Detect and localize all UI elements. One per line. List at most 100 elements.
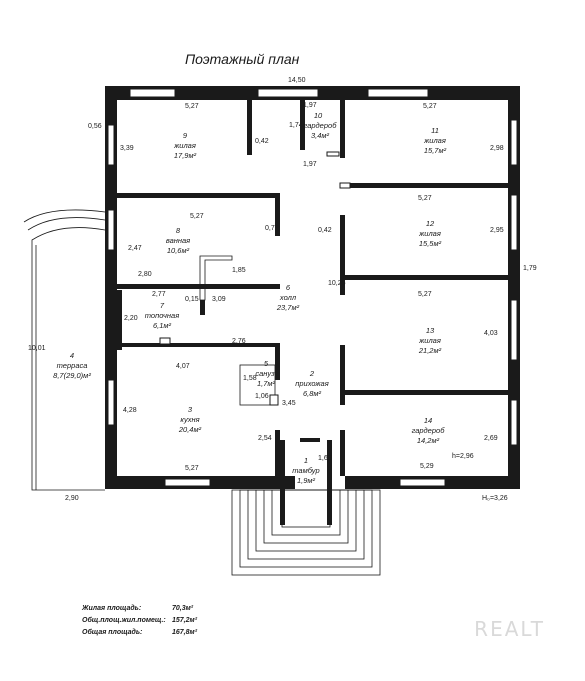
dim-r13-height: 4,03	[484, 330, 498, 337]
svg-text:17,9м²: 17,9м²	[174, 151, 197, 160]
room-12: 12 жилая 15,5м²	[418, 219, 441, 248]
dim-wardrobe-top: 1,97	[303, 102, 317, 109]
svg-text:терраса: терраса	[57, 361, 88, 370]
dim-r14-width: 5,29	[420, 463, 434, 470]
svg-text:1: 1	[304, 456, 308, 465]
dim-entry-width: 1,68	[318, 455, 332, 462]
room-11: 11 жилая 15,7м²	[423, 126, 446, 155]
svg-text:8,7(29,0)м²: 8,7(29,0)м²	[53, 371, 91, 380]
dim-r3-bottom: 5,27	[185, 465, 199, 472]
dimension-labels: 14,50 0,56 5,27 5,27 1,97 1,97 1,74 0,42…	[28, 77, 537, 502]
room-14: 14 гардероб 14,2м²	[412, 416, 446, 445]
entrance-steps	[231, 438, 381, 576]
svg-text:жилая: жилая	[173, 141, 196, 150]
svg-text:15,7м²: 15,7м²	[424, 146, 447, 155]
outer-walls	[105, 86, 520, 489]
svg-text:13: 13	[426, 326, 435, 335]
dim-r5-side1: 1,58	[243, 375, 257, 382]
dim-r9-height: 3,39	[120, 145, 134, 152]
svg-text:23,7м²: 23,7м²	[276, 303, 300, 312]
dim-r14-height: 2,69	[484, 435, 498, 442]
svg-text:кухня: кухня	[180, 415, 199, 424]
room-1: 1 тамбур 1,9м²	[292, 456, 319, 485]
svg-text:3,4м²: 3,4м²	[311, 131, 330, 140]
dim-r12-height: 2,95	[490, 227, 504, 234]
svg-text:14,2м²: 14,2м²	[417, 436, 440, 445]
svg-text:5: 5	[264, 359, 269, 368]
terrace	[23, 209, 106, 491]
svg-text:10: 10	[314, 111, 323, 120]
summary-value-total: 167,8м²	[172, 629, 198, 636]
dim-ceiling-height: h=2,96	[452, 453, 474, 460]
dim-r3-top: 4,07	[176, 363, 190, 370]
svg-text:6,1м²: 6,1м²	[153, 321, 172, 330]
dim-left-offset: 0,56	[88, 123, 102, 130]
room-4: 4 терраса 8,7(29,0)м²	[53, 351, 91, 380]
room-10: 10 гардероб 3,4м²	[304, 111, 338, 140]
dim-r7-side: 3,09	[212, 296, 226, 303]
svg-text:топочная: топочная	[145, 311, 179, 320]
room-6: 6 холл 23,7м²	[276, 283, 300, 312]
svg-text:21,2м²: 21,2м²	[418, 346, 442, 355]
svg-text:жилая: жилая	[418, 229, 441, 238]
dim-r8-right: 0,79	[265, 225, 279, 232]
dim-r7-gap: 0,15	[185, 296, 199, 303]
dim-entry-side: 2,54	[258, 435, 272, 442]
interior-walls	[115, 100, 508, 476]
dim-hall-height: 10,25	[328, 280, 346, 287]
dim-terrace-bottom: 2,90	[65, 495, 79, 502]
summary-label-total: Общая площадь:	[82, 628, 142, 636]
svg-text:тамбур: тамбур	[292, 466, 319, 475]
svg-text:15,5м²: 15,5м²	[419, 239, 442, 248]
summary-value-common: 157,2м²	[172, 617, 198, 624]
svg-text:11: 11	[431, 126, 439, 135]
dim-r12-left: 0,42	[318, 227, 332, 234]
svg-text:сануз.: сануз.	[255, 369, 276, 378]
room-7: 7 топочная 6,1м²	[145, 301, 179, 330]
svg-text:гардероб: гардероб	[304, 121, 338, 130]
svg-text:7: 7	[160, 301, 165, 310]
dim-wardrobe-side: 1,74	[289, 122, 303, 129]
room-8: 8 ванная 10,6м²	[166, 226, 190, 255]
svg-text:ванная: ванная	[166, 236, 190, 245]
dim-terrace-height: 10,01	[28, 345, 46, 352]
svg-text:2: 2	[309, 369, 315, 378]
room-5: 5 сануз. 1,7м²	[255, 359, 276, 388]
svg-text:8: 8	[176, 226, 181, 235]
dim-top-right-room: 5,27	[423, 103, 437, 110]
svg-text:6,8м²: 6,8м²	[303, 389, 322, 398]
dim-corridor-width: 1,85	[232, 267, 246, 274]
area-summary: Жилая площадь: 70,3м² Общ.площ.жил.помещ…	[81, 604, 198, 636]
svg-text:3: 3	[188, 405, 193, 414]
svg-text:9: 9	[183, 131, 188, 140]
room-13: 13 жилая 21,2м²	[418, 326, 442, 355]
dim-r12-width: 5,27	[418, 195, 432, 202]
dim-wardrobe-bottom: 1,97	[303, 161, 317, 168]
dim-exterior-height: H₀=3,26	[482, 495, 508, 502]
svg-text:6: 6	[286, 283, 291, 292]
svg-text:жилая: жилая	[423, 136, 446, 145]
dim-r13-width: 5,27	[418, 291, 432, 298]
svg-text:1,9м²: 1,9м²	[297, 476, 316, 485]
room-9: 9 жилая 17,9м²	[173, 131, 196, 160]
svg-text:холл: холл	[279, 293, 297, 302]
dim-r7-height: 2,20	[124, 315, 138, 322]
svg-text:20,4м²: 20,4м²	[178, 425, 202, 434]
dim-right-outer: 1,79	[523, 265, 537, 272]
summary-label-common: Общ.площ.жил.помещ.:	[82, 616, 166, 624]
svg-text:4: 4	[70, 351, 74, 360]
svg-text:10,6м²: 10,6м²	[167, 246, 190, 255]
summary-value-living: 70,3м²	[172, 605, 194, 612]
svg-text:жилая: жилая	[418, 336, 441, 345]
room-2: 2 прихожая 6,8м²	[295, 369, 328, 398]
dim-overall-width: 14,50	[288, 77, 306, 84]
dim-r8-height: 2,47	[128, 245, 142, 252]
dim-r3-side: 4,28	[123, 407, 137, 414]
dim-top-left-room: 5,27	[185, 103, 199, 110]
dim-r11-height: 2,98	[490, 145, 504, 152]
dim-r5-side3: 3,45	[282, 400, 296, 407]
svg-text:гардероб: гардероб	[412, 426, 446, 435]
svg-text:14: 14	[424, 416, 432, 425]
dim-r8-width: 5,27	[190, 213, 204, 220]
